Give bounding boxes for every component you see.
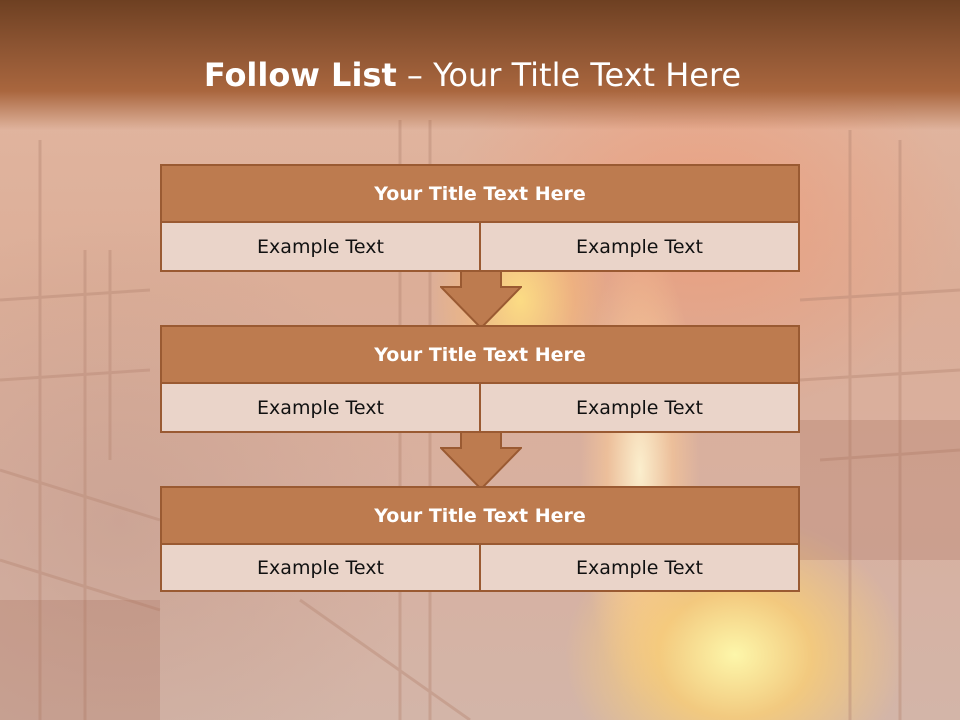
page-title: Follow List – Your Title Text Here	[0, 52, 945, 98]
step-cell-right: Example Text	[479, 545, 798, 590]
step-cell-left: Example Text	[257, 235, 384, 258]
step-title: Your Title Text Here	[162, 488, 798, 545]
step-title: Your Title Text Here	[162, 327, 798, 384]
step-block-1: Your Title Text Here Example Text Exampl…	[160, 164, 800, 272]
title-bar	[0, 0, 960, 130]
step-cell-right: Example Text	[479, 384, 798, 431]
step-block-3: Your Title Text Here Example Text Exampl…	[160, 486, 800, 592]
title-bold: Follow List	[203, 56, 397, 94]
step-cell-right: Example Text	[479, 223, 798, 270]
step-block-2: Your Title Text Here Example Text Exampl…	[160, 325, 800, 433]
step-cell-left: Example Text	[257, 396, 384, 419]
step-row: Example Text Example Text	[162, 545, 798, 590]
step-row: Example Text Example Text	[162, 223, 798, 270]
step-title: Your Title Text Here	[162, 166, 798, 223]
down-arrow-icon	[440, 432, 522, 490]
down-arrow-icon	[440, 271, 522, 329]
title-rest: – Your Title Text Here	[396, 56, 742, 94]
step-row: Example Text Example Text	[162, 384, 798, 431]
step-cell-left: Example Text	[257, 556, 384, 579]
